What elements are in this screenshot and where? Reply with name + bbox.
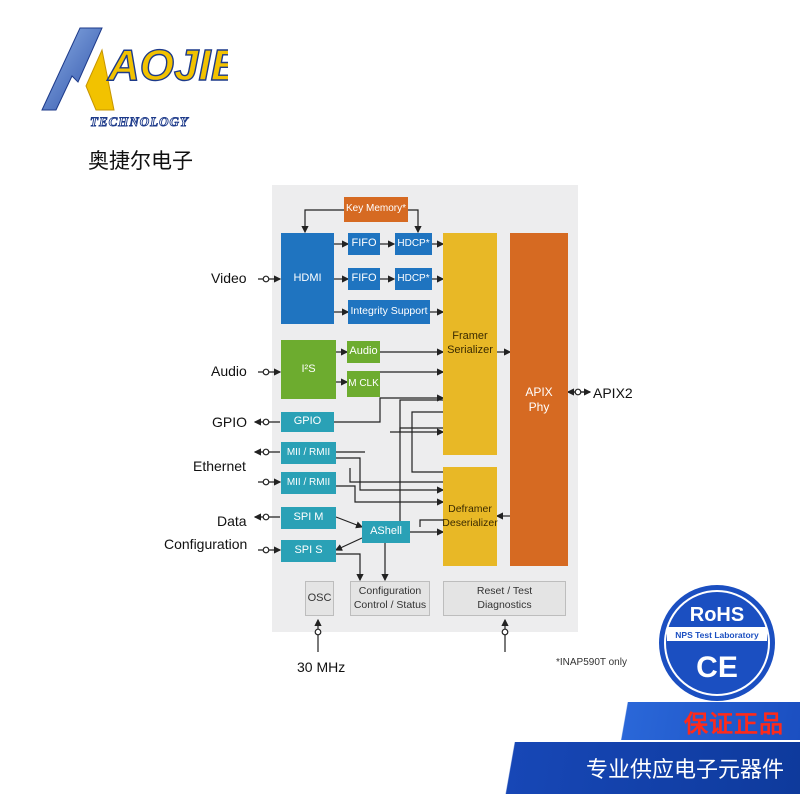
hdcp-block-2: HDCP* [395, 268, 432, 290]
deframer-deserializer-block: Deframer Deserializer [442, 467, 498, 566]
reset-test-block: Reset / Test Diagnostics [443, 581, 566, 616]
configuration-label: Configuration [358, 585, 422, 598]
configuration-control-block: Configuration Control / Status [350, 581, 430, 616]
rohs-subtitle: NPS Test Laboratory [675, 630, 759, 640]
mii-rmii-block-1: MII / RMII [281, 442, 336, 464]
rohs-title: RoHS [690, 604, 744, 626]
audio-block: Audio [347, 341, 380, 363]
spi-s-block: SPI S [281, 540, 336, 562]
hdmi-block: HDMI [281, 233, 334, 324]
deframer-label: Deframer [448, 503, 492, 516]
serializer-label: Serializer [447, 344, 493, 356]
audio-signal-label: Audio [211, 363, 247, 379]
company-name: 奥捷尔电子 [88, 149, 193, 173]
integrity-support-block: Integrity Support [348, 300, 430, 324]
ashell-label: AShell [370, 525, 402, 538]
gpio-signal-label: GPIO [212, 414, 248, 430]
genuine-banner: 保证正品 [605, 702, 800, 740]
framer-serializer-block: Framer Serializer [443, 233, 497, 455]
apix-label: APIX [525, 384, 553, 399]
gpio-block: GPIO [281, 412, 334, 432]
clock-signal-label: 30 MHz [297, 659, 346, 675]
ashell-block: AShell [362, 521, 410, 543]
footnote: *INAP590T only [556, 657, 627, 668]
supplier-text: 专业供应电子元器件 [585, 758, 784, 783]
supplier-banner: 专业供应电子元器件 [490, 742, 800, 794]
diagnostics-label: Diagnostics [477, 598, 532, 611]
video-signal-label: Video [211, 270, 247, 286]
configuration-signal-label: Configuration [164, 536, 248, 552]
data-signal-label: Data [217, 513, 247, 529]
reset-test-label: Reset / Test [476, 585, 533, 598]
i2s-block: I²S [281, 340, 336, 399]
phy-label: Phy [528, 399, 550, 414]
osc-block: OSC [305, 581, 334, 616]
logo-tagline: TECHNOLOGY [90, 114, 189, 129]
control-status-label: Control / Status [353, 598, 427, 611]
ethernet-signal-label: Ethernet [193, 458, 246, 474]
framer-label: Framer [452, 330, 488, 343]
hdcp-block-1: HDCP* [395, 233, 432, 255]
aojiel-logo: AOJIEL TECHNOLOGY [41, 27, 228, 129]
apix2-signal-label: APIX2 [593, 385, 633, 401]
mclk-block: M CLK [347, 371, 380, 397]
genuine-text: 保证正品 [684, 709, 784, 738]
mii-rmii-block-2: MII / RMII [281, 472, 336, 494]
apix-phy-block: APIX Phy [510, 233, 568, 566]
deserializer-label: Deserializer [442, 516, 498, 529]
rohs-badge: RoHS NPS Test Laboratory CE [659, 585, 775, 701]
fifo-block-1: FIFO [348, 233, 380, 255]
ce-mark: CE [696, 651, 738, 684]
fifo-block-2: FIFO [348, 268, 380, 290]
logo-wordmark: AOJIEL [107, 41, 228, 90]
key-memory-block: Key Memory* [344, 197, 408, 222]
spi-m-block: SPI M [281, 507, 336, 529]
